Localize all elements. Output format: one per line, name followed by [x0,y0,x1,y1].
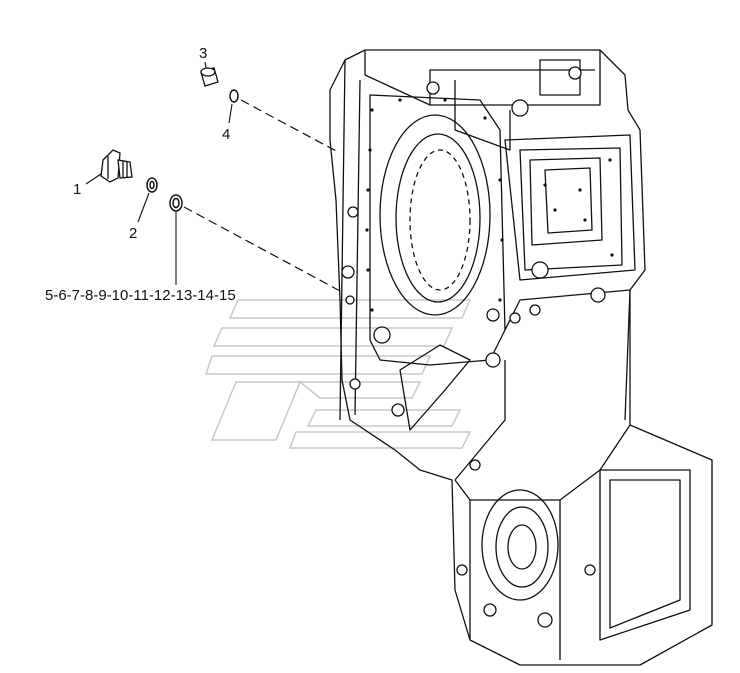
callout-5-15: 5-6-7-8-9-10-11-12-13-14-15 [45,287,236,304]
gearbox-housing [329,49,713,666]
callout-1: 1 [73,181,81,198]
bolt-bosses [341,66,606,628]
part-3-cap[interactable] [200,67,219,87]
bell-housing-bore [379,114,491,316]
part-5-15-seal[interactable] [169,194,183,212]
part-4-o-ring[interactable] [229,89,239,103]
assembly-lines [183,99,343,293]
part-1-plug[interactable] [100,149,133,183]
leader-lines [85,61,233,285]
callout-3: 3 [199,45,207,62]
output-bore [481,489,559,601]
watermark-logo [204,299,472,449]
callout-2: 2 [129,225,137,242]
callout-4: 4 [222,126,230,143]
flange-holes [365,98,614,312]
part-2-washer[interactable] [146,177,158,193]
